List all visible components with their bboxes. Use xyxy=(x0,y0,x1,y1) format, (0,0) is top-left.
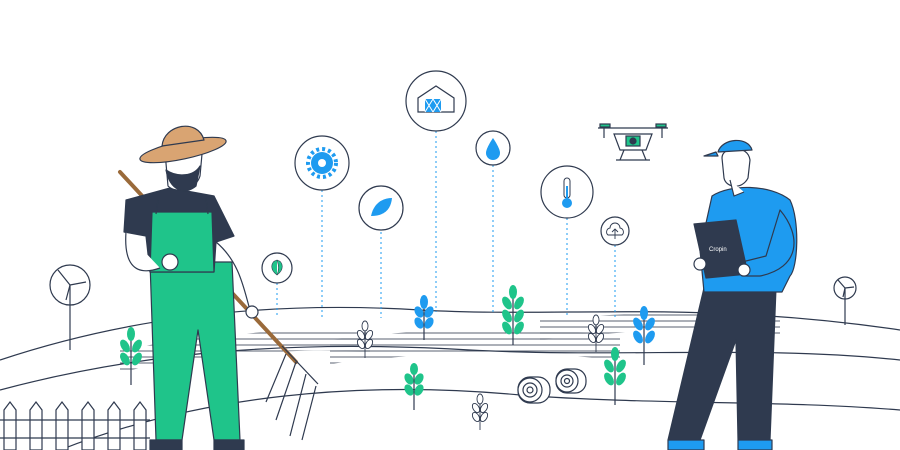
hay-bale xyxy=(555,368,587,394)
hay-bale xyxy=(517,376,551,404)
drone-icon xyxy=(598,123,668,161)
crop-outline xyxy=(471,393,489,430)
water-drop-icon xyxy=(475,130,511,166)
crop-green xyxy=(404,363,424,410)
crop-outline xyxy=(356,320,374,358)
farmer-figure xyxy=(118,125,319,450)
wind-turbine-icon xyxy=(49,264,91,350)
crop-green xyxy=(120,327,142,385)
crop-green xyxy=(604,347,626,405)
tablet-brand-text: Cropin xyxy=(709,247,727,253)
seedling-icon xyxy=(261,252,293,284)
crop-green xyxy=(502,285,524,345)
crop-blue xyxy=(633,306,655,365)
barn-icon xyxy=(405,70,467,132)
fence xyxy=(0,401,150,450)
crop-outline xyxy=(587,314,605,352)
agronomist-figure: Cropin xyxy=(667,139,798,450)
leaf-icon xyxy=(358,185,404,231)
crop-blue xyxy=(414,295,434,340)
cloud-upload-icon xyxy=(600,216,630,246)
gear-icon xyxy=(294,135,350,191)
wind-turbine-icon xyxy=(833,276,857,325)
sensor-connectors xyxy=(276,131,616,318)
thermometer-icon xyxy=(540,165,594,219)
